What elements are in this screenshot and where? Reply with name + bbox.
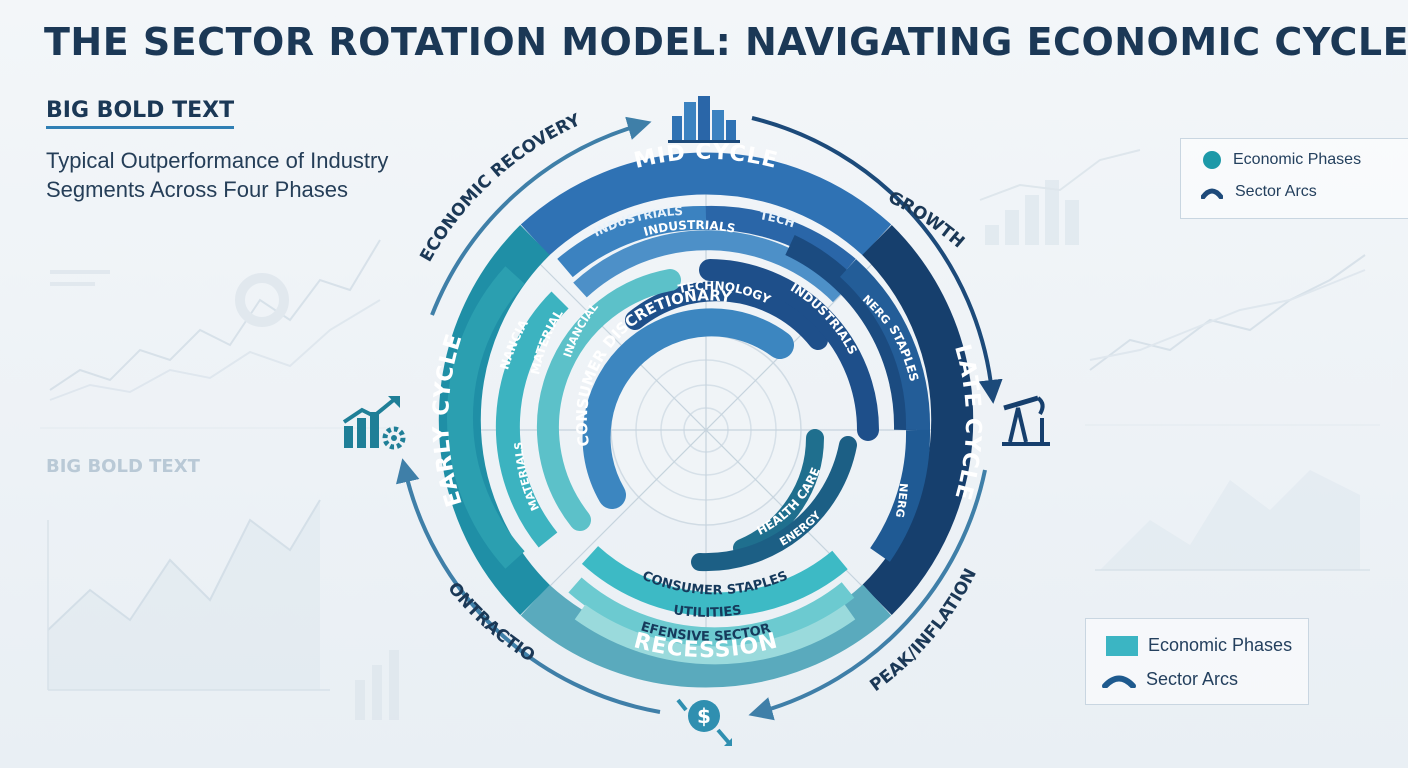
arc-swatch-icon: [1102, 675, 1136, 688]
svg-text:$: $: [697, 704, 711, 728]
legend-label-phases: Economic Phases: [1233, 151, 1362, 168]
dollar-down-icon: $: [676, 698, 732, 746]
legend-row-arcs: Sector Arcs: [1102, 669, 1238, 690]
sector-arc-materials-1: [495, 291, 569, 548]
city-icon: [668, 96, 740, 143]
arrow-peak: [748, 469, 987, 721]
sector-arc-health-care: [733, 429, 824, 557]
kicker-text: BIG BOLD TEXT: [46, 98, 235, 129]
sector-arc-utilities: [568, 577, 855, 648]
svg-text:UTILITIES: UTILITIES: [672, 603, 742, 621]
sector-arc-energy-late: [870, 429, 931, 562]
phase-arc-mid: [520, 152, 892, 256]
legend-label-phases: Economic Phases: [1148, 635, 1293, 655]
arrow-growth: [751, 116, 1003, 404]
phase-arc-late: [862, 225, 974, 615]
arrow-contraction: [396, 458, 661, 714]
sector-arc-defensive: [574, 604, 856, 665]
arrow-recovery: [430, 116, 652, 316]
page-subtitle: Typical Outperformance of Industry Segme…: [46, 148, 389, 202]
sector-arc-tech-mid: [705, 205, 856, 278]
sector-label-utilities: UTILITIES: [672, 603, 742, 621]
sector-arc-late-inner1: [699, 259, 879, 441]
sector-arc-energy-def: [691, 436, 857, 572]
sector-arcs: [446, 205, 931, 665]
teal-dot-icon: [1203, 151, 1221, 169]
legend-row-phases: Economic Phases: [1203, 151, 1361, 169]
page-title: THE SECTOR ROTATION MODEL: NAVIGATING EC…: [44, 20, 1408, 64]
background-charts: [40, 149, 1380, 720]
oil-pump-icon: [1002, 395, 1050, 446]
svg-text:FINANCIALS: FINANCIALS: [0, 0, 531, 371]
sector-label-financials-1: FINANCIALS: [0, 0, 531, 371]
sector-arc-industrials-mid2: [573, 230, 848, 303]
sector-arc-consumer-staples: [581, 546, 848, 617]
sector-arc-early-outer: [446, 266, 525, 569]
teal-square-icon: [1106, 635, 1138, 656]
legend-row-phases: Economic Phases: [1106, 635, 1292, 656]
sector-arc-late-inner2: [785, 235, 917, 431]
legend-row-arcs: Sector Arcs: [1201, 183, 1317, 201]
ghost-text: BIG BOLD TEXT: [46, 456, 200, 477]
sector-arc-technology: [625, 281, 828, 350]
arc-swatch-icon: [1201, 188, 1223, 199]
legend-label-arcs: Sector Arcs: [1146, 669, 1239, 689]
cycle-arrows: [396, 116, 1003, 721]
legend-top: Economic Phases Sector Arcs: [1180, 138, 1408, 219]
legend-bottom: Economic Phases Sector Arcs: [1085, 618, 1309, 705]
sector-arc-financials-2: [536, 269, 681, 531]
sector-arc-late-outer: [839, 259, 931, 431]
sector-arc-industrials-mid: [557, 205, 707, 278]
legend-label-arcs: Sector Arcs: [1235, 183, 1317, 200]
sector-arc-consumer-disc: [582, 308, 794, 509]
growth-gear-icon: [342, 396, 406, 450]
